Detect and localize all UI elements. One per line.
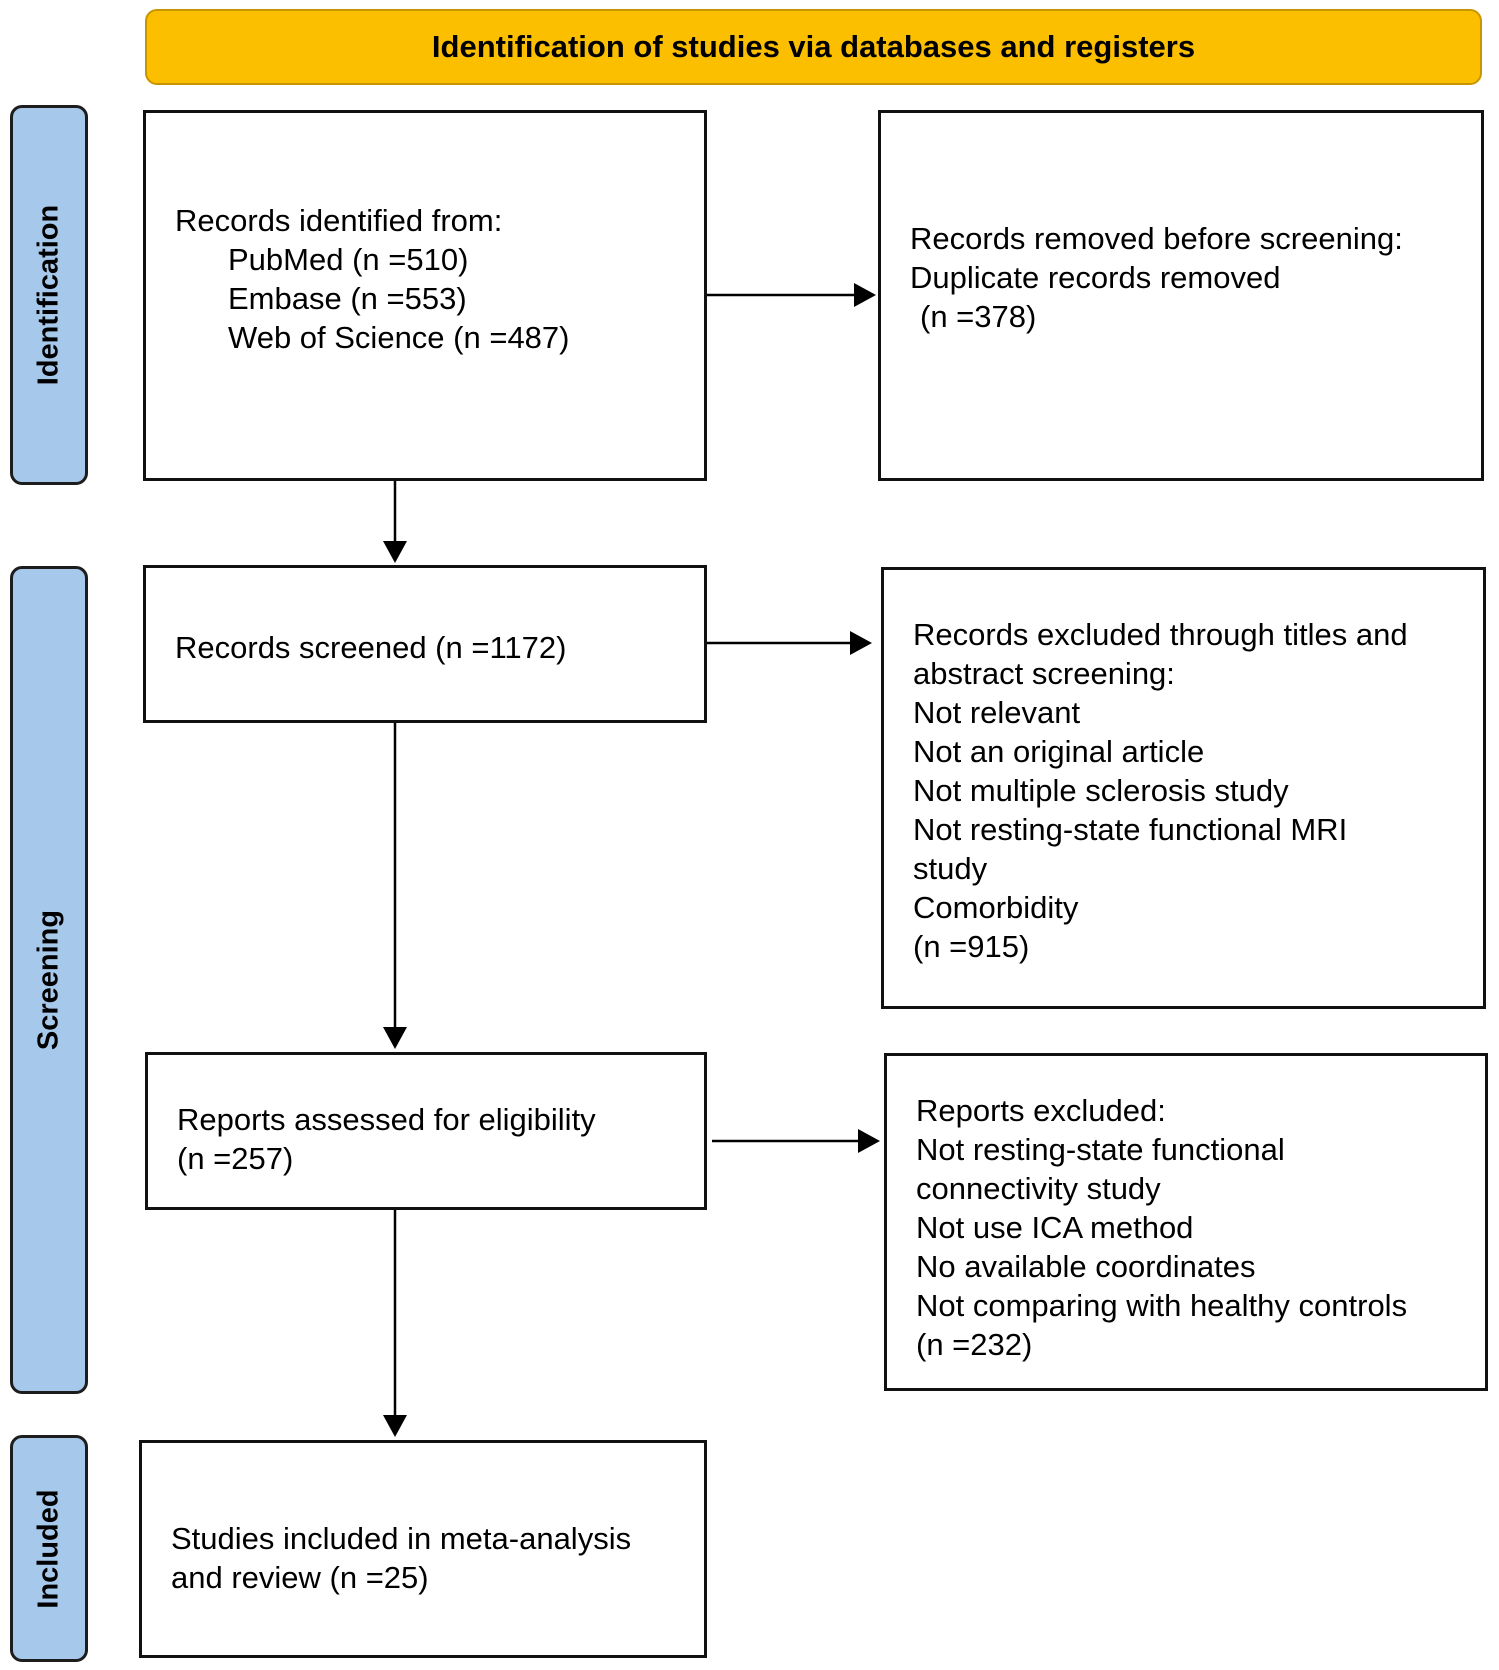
- arrowhead-icon: [858, 1129, 880, 1153]
- excluded-reason: Not multiple sclerosis study: [913, 773, 1289, 808]
- removed-line: Records removed before screening:: [910, 221, 1403, 256]
- eligibility-count: (n =257): [177, 1141, 294, 1176]
- header-title: Identification of studies via databases …: [431, 29, 1196, 64]
- reports-excluded-reason: Not comparing with healthy controls: [916, 1288, 1408, 1323]
- source-embase: Embase (n =553): [228, 281, 467, 316]
- arrowhead-icon: [383, 1415, 407, 1437]
- reports-excluded-box: Reports excluded: Not resting-state func…: [884, 1053, 1488, 1391]
- reports-excluded-heading: Reports excluded:: [916, 1093, 1166, 1128]
- phase-screening: Screening: [10, 566, 88, 1394]
- arrowhead-icon: [383, 1027, 407, 1049]
- source-web-of-science: Web of Science (n =487): [228, 320, 570, 355]
- removed-count: (n =378): [920, 299, 1037, 334]
- excluded-reason: study: [913, 851, 988, 886]
- included-line: and review (n =25): [171, 1560, 429, 1595]
- studies-included-box: Studies included in meta-analysis and re…: [139, 1440, 707, 1658]
- records-screened-text: Records screened (n =1172): [175, 630, 567, 665]
- excluded-line: Records excluded through titles and: [913, 617, 1408, 652]
- eligibility-box: Reports assessed for eligibility (n =257…: [145, 1052, 707, 1210]
- arrowhead-icon: [383, 541, 407, 563]
- records-excluded-box: Records excluded through titles and abst…: [881, 567, 1486, 1009]
- included-line: Studies included in meta-analysis: [171, 1521, 632, 1556]
- records-screened-box: Records screened (n =1172): [143, 565, 707, 723]
- phase-identification: Identification: [10, 105, 88, 485]
- records-identified-heading: Records identified from:: [175, 203, 503, 238]
- excluded-reason: Not relevant: [913, 695, 1081, 730]
- excluded-count: (n =915): [913, 929, 1030, 964]
- header-banner: Identification of studies via databases …: [145, 9, 1482, 85]
- excluded-reason: Not an original article: [913, 734, 1205, 769]
- records-removed-box: Records removed before screening: Duplic…: [878, 110, 1484, 481]
- phase-label-identification: Identification: [32, 204, 65, 386]
- eligibility-line: Reports assessed for eligibility: [177, 1102, 596, 1137]
- reports-excluded-reason: No available coordinates: [916, 1249, 1256, 1284]
- records-identified-box: Records identified from: PubMed (n =510)…: [143, 110, 707, 481]
- reports-excluded-reason: Not use ICA method: [916, 1210, 1194, 1245]
- arrowhead-icon: [854, 283, 876, 307]
- reports-excluded-count: (n =232): [916, 1327, 1033, 1362]
- reports-excluded-reason: Not resting-state functional: [916, 1132, 1285, 1167]
- excluded-reason: Not resting-state functional MRI: [913, 812, 1348, 847]
- phase-label-screening: Screening: [32, 909, 65, 1051]
- reports-excluded-reason: connectivity study: [916, 1171, 1161, 1206]
- arrowhead-icon: [850, 631, 872, 655]
- removed-line: Duplicate records removed: [910, 260, 1281, 295]
- phase-included: Included: [10, 1435, 88, 1662]
- excluded-reason: Comorbidity: [913, 890, 1079, 925]
- phase-label-included: Included: [32, 1488, 65, 1609]
- excluded-line: abstract screening:: [913, 656, 1175, 691]
- source-pubmed: PubMed (n =510): [228, 242, 469, 277]
